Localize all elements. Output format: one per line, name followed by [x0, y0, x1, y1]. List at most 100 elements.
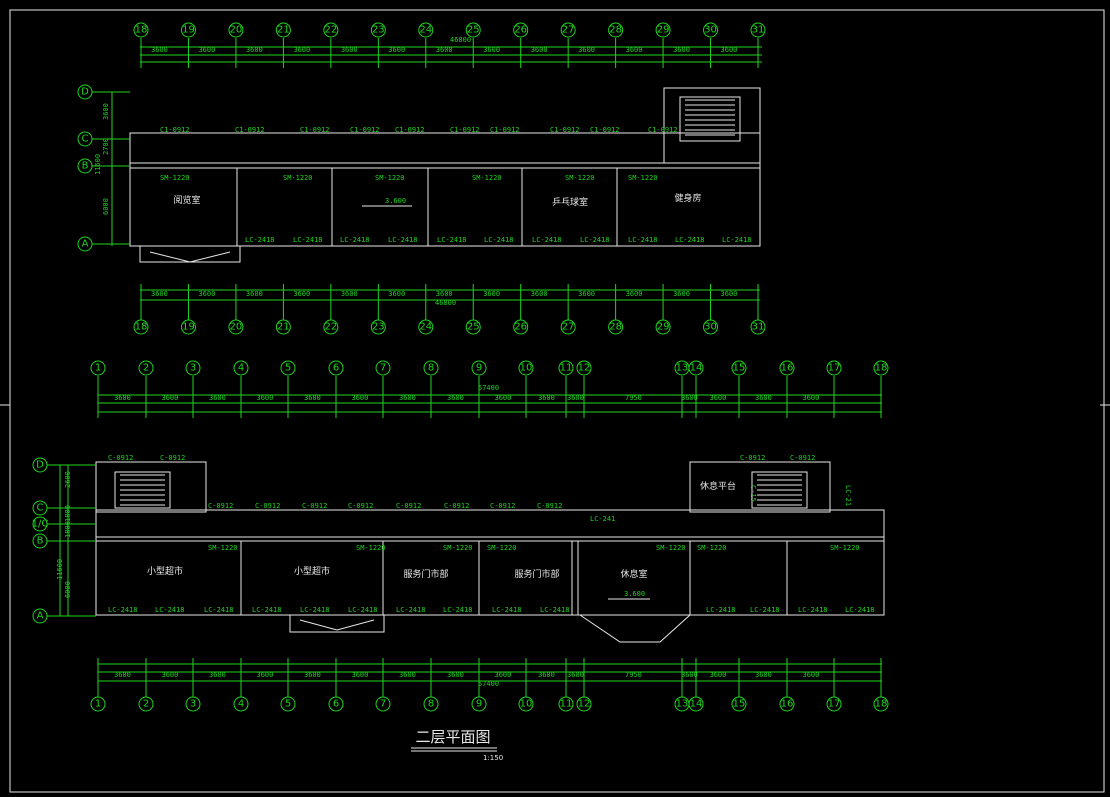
upper-window-e: LC-2418	[437, 236, 467, 244]
upper-bottom-bay: 3600	[626, 290, 643, 298]
upper-bottom-bay: 3600	[293, 290, 310, 298]
lower-bottom-axis-16-label: 16	[781, 699, 794, 710]
lower-top-axis-10: 10	[518, 360, 534, 376]
lower-top-bay: 3600	[257, 394, 274, 402]
lower-bottom-axis-6-label: 6	[333, 699, 339, 710]
upper-top-bay: 3600	[198, 46, 215, 54]
upper-top-bay: 3600	[388, 46, 405, 54]
upper-side-axis-D: D	[77, 84, 93, 100]
upper-corridor-window-4: C1-0912	[395, 126, 425, 134]
lower-top-axis-1: 1	[90, 360, 106, 376]
lower-top-axis-11-label: 11	[560, 363, 573, 374]
lower-top-axis-13: 13	[674, 360, 690, 376]
lower-top-axis-6: 6	[328, 360, 344, 376]
lower-bottom-bay: 3600	[710, 671, 727, 679]
upper-bottom-axis-31: 31	[750, 319, 766, 335]
lower-bottom-axis-14: 14	[688, 696, 704, 712]
lower-bottom-axis-11: 11	[558, 696, 574, 712]
upper-bottom-axis-26: 26	[513, 319, 529, 335]
lower-side-axis-C-label: C	[37, 503, 44, 514]
upper-side-axis-D-label: D	[81, 87, 89, 98]
lower-top-axis-12-label: 12	[578, 363, 591, 374]
lower-door-b: SM-1220	[356, 544, 386, 552]
upper-top-bay: 3600	[246, 46, 263, 54]
lower-top-axis-15: 15	[731, 360, 747, 376]
upper-window-f: LC-2418	[484, 236, 514, 244]
lower-door-f: SM-1220	[697, 544, 727, 552]
lower-bottom-axis-6: 6	[328, 696, 344, 712]
upper-top-axis-20: 20	[228, 22, 244, 38]
upper-top-axis-26: 26	[513, 22, 529, 38]
lower-top-axis-11: 11	[558, 360, 574, 376]
upper-top-axis-31-label: 31	[752, 25, 765, 36]
upper-top-axis-23-label: 23	[372, 25, 385, 36]
upper-bottom-axis-18-label: 18	[135, 322, 148, 333]
upper-top-axis-23: 23	[370, 22, 386, 38]
lower-top-axis-8-label: 8	[428, 363, 434, 374]
upper-corridor-window-8: C1-0912	[590, 126, 620, 134]
lower-bottom-bay: 3600	[681, 671, 698, 679]
upper-top-axis-27: 27	[560, 22, 576, 38]
room-mini-market-2: 小型超市	[294, 565, 330, 577]
lower-window-j: LC-2418	[540, 606, 570, 614]
room-rest-platform: 休息平台	[700, 480, 736, 492]
lower-top-axis-5-label: 5	[285, 363, 291, 374]
lower-top-axis-17-label: 17	[828, 363, 841, 374]
upper-top-axis-18-label: 18	[135, 25, 148, 36]
upper-top-axis-19: 19	[180, 22, 196, 38]
upper-bottom-axis-26-label: 26	[514, 322, 527, 333]
lower-top-axis-8: 8	[423, 360, 439, 376]
lower-door-e: SM-1220	[656, 544, 686, 552]
lower-window-b: LC-2418	[155, 606, 185, 614]
lower-side-dim-3: 1800	[64, 521, 72, 538]
lower-bottom-bay: 3600	[399, 671, 416, 679]
lower-bottom-axis-2: 2	[138, 696, 154, 712]
lower-corridor-window-2: C-0912	[302, 502, 327, 510]
drawing-scale: 1:150	[483, 754, 503, 762]
drawing-title: 二层平面图	[415, 728, 490, 746]
room-gym: 健身房	[674, 192, 701, 204]
upper-top-axis-29: 29	[655, 22, 671, 38]
lower-bottom-axis-5: 5	[280, 696, 296, 712]
lower-top-axis-16-label: 16	[781, 363, 794, 374]
lower-lc241: LC-241	[590, 515, 615, 523]
upper-top-axis-21-label: 21	[277, 25, 290, 36]
upper-elevation: 3.600	[385, 197, 406, 205]
room-pingpong: 乒乓球室	[552, 196, 588, 208]
lower-corridor-window-5: C-0912	[444, 502, 469, 510]
upper-bottom-axis-22-label: 22	[324, 322, 337, 333]
lower-top-axis-7-label: 7	[380, 363, 386, 374]
upper-top-axis-24-label: 24	[419, 25, 432, 36]
upper-bottom-axis-20-label: 20	[230, 322, 243, 333]
lower-bottom-bay: 3600	[162, 671, 179, 679]
upper-bottom-axis-31-label: 31	[752, 322, 765, 333]
lower-bottom-bay: 3600	[114, 671, 131, 679]
lower-top-axis-9: 9	[471, 360, 487, 376]
lower-bottom-axis-13: 13	[674, 696, 690, 712]
lower-top-axis-4-label: 4	[238, 363, 244, 374]
lower-top-bay: 3600	[710, 394, 727, 402]
upper-bottom-bay: 3600	[436, 290, 453, 298]
upper-side-axis-B-label: B	[82, 161, 89, 172]
upper-bottom-axis-28-label: 28	[609, 322, 622, 333]
lower-top-axis-7: 7	[375, 360, 391, 376]
upper-side-dim-2: 2700	[102, 138, 110, 155]
upper-corridor-window-1: C1-0912	[235, 126, 265, 134]
lower-bottom-axis-4-label: 4	[238, 699, 244, 710]
upper-window-c: LC-2418	[340, 236, 370, 244]
lower-top-bay: 3600	[162, 394, 179, 402]
upper-plan: 46800 1836001936002036002136002236002336…	[77, 22, 766, 335]
lower-top-axis-4: 4	[233, 360, 249, 376]
lower-top-bay: 3600	[495, 394, 512, 402]
upper-top-axis-26-label: 26	[514, 25, 527, 36]
upper-bottom-axis-23-label: 23	[372, 322, 385, 333]
upper-window-g: LC-2418	[532, 236, 562, 244]
upper-bottom-bay: 3600	[388, 290, 405, 298]
lower-bottom-axis-3-label: 3	[190, 699, 196, 710]
lower-side-axis-B: B	[32, 533, 48, 549]
upper-side-dim-4: 6000	[102, 198, 110, 215]
lower-bottom-bay: 3600	[209, 671, 226, 679]
lower-top-bay: 3600	[352, 394, 369, 402]
upper-corridor-window-0: C1-0912	[160, 126, 190, 134]
lower-side-axis-B-label: B	[37, 536, 44, 547]
